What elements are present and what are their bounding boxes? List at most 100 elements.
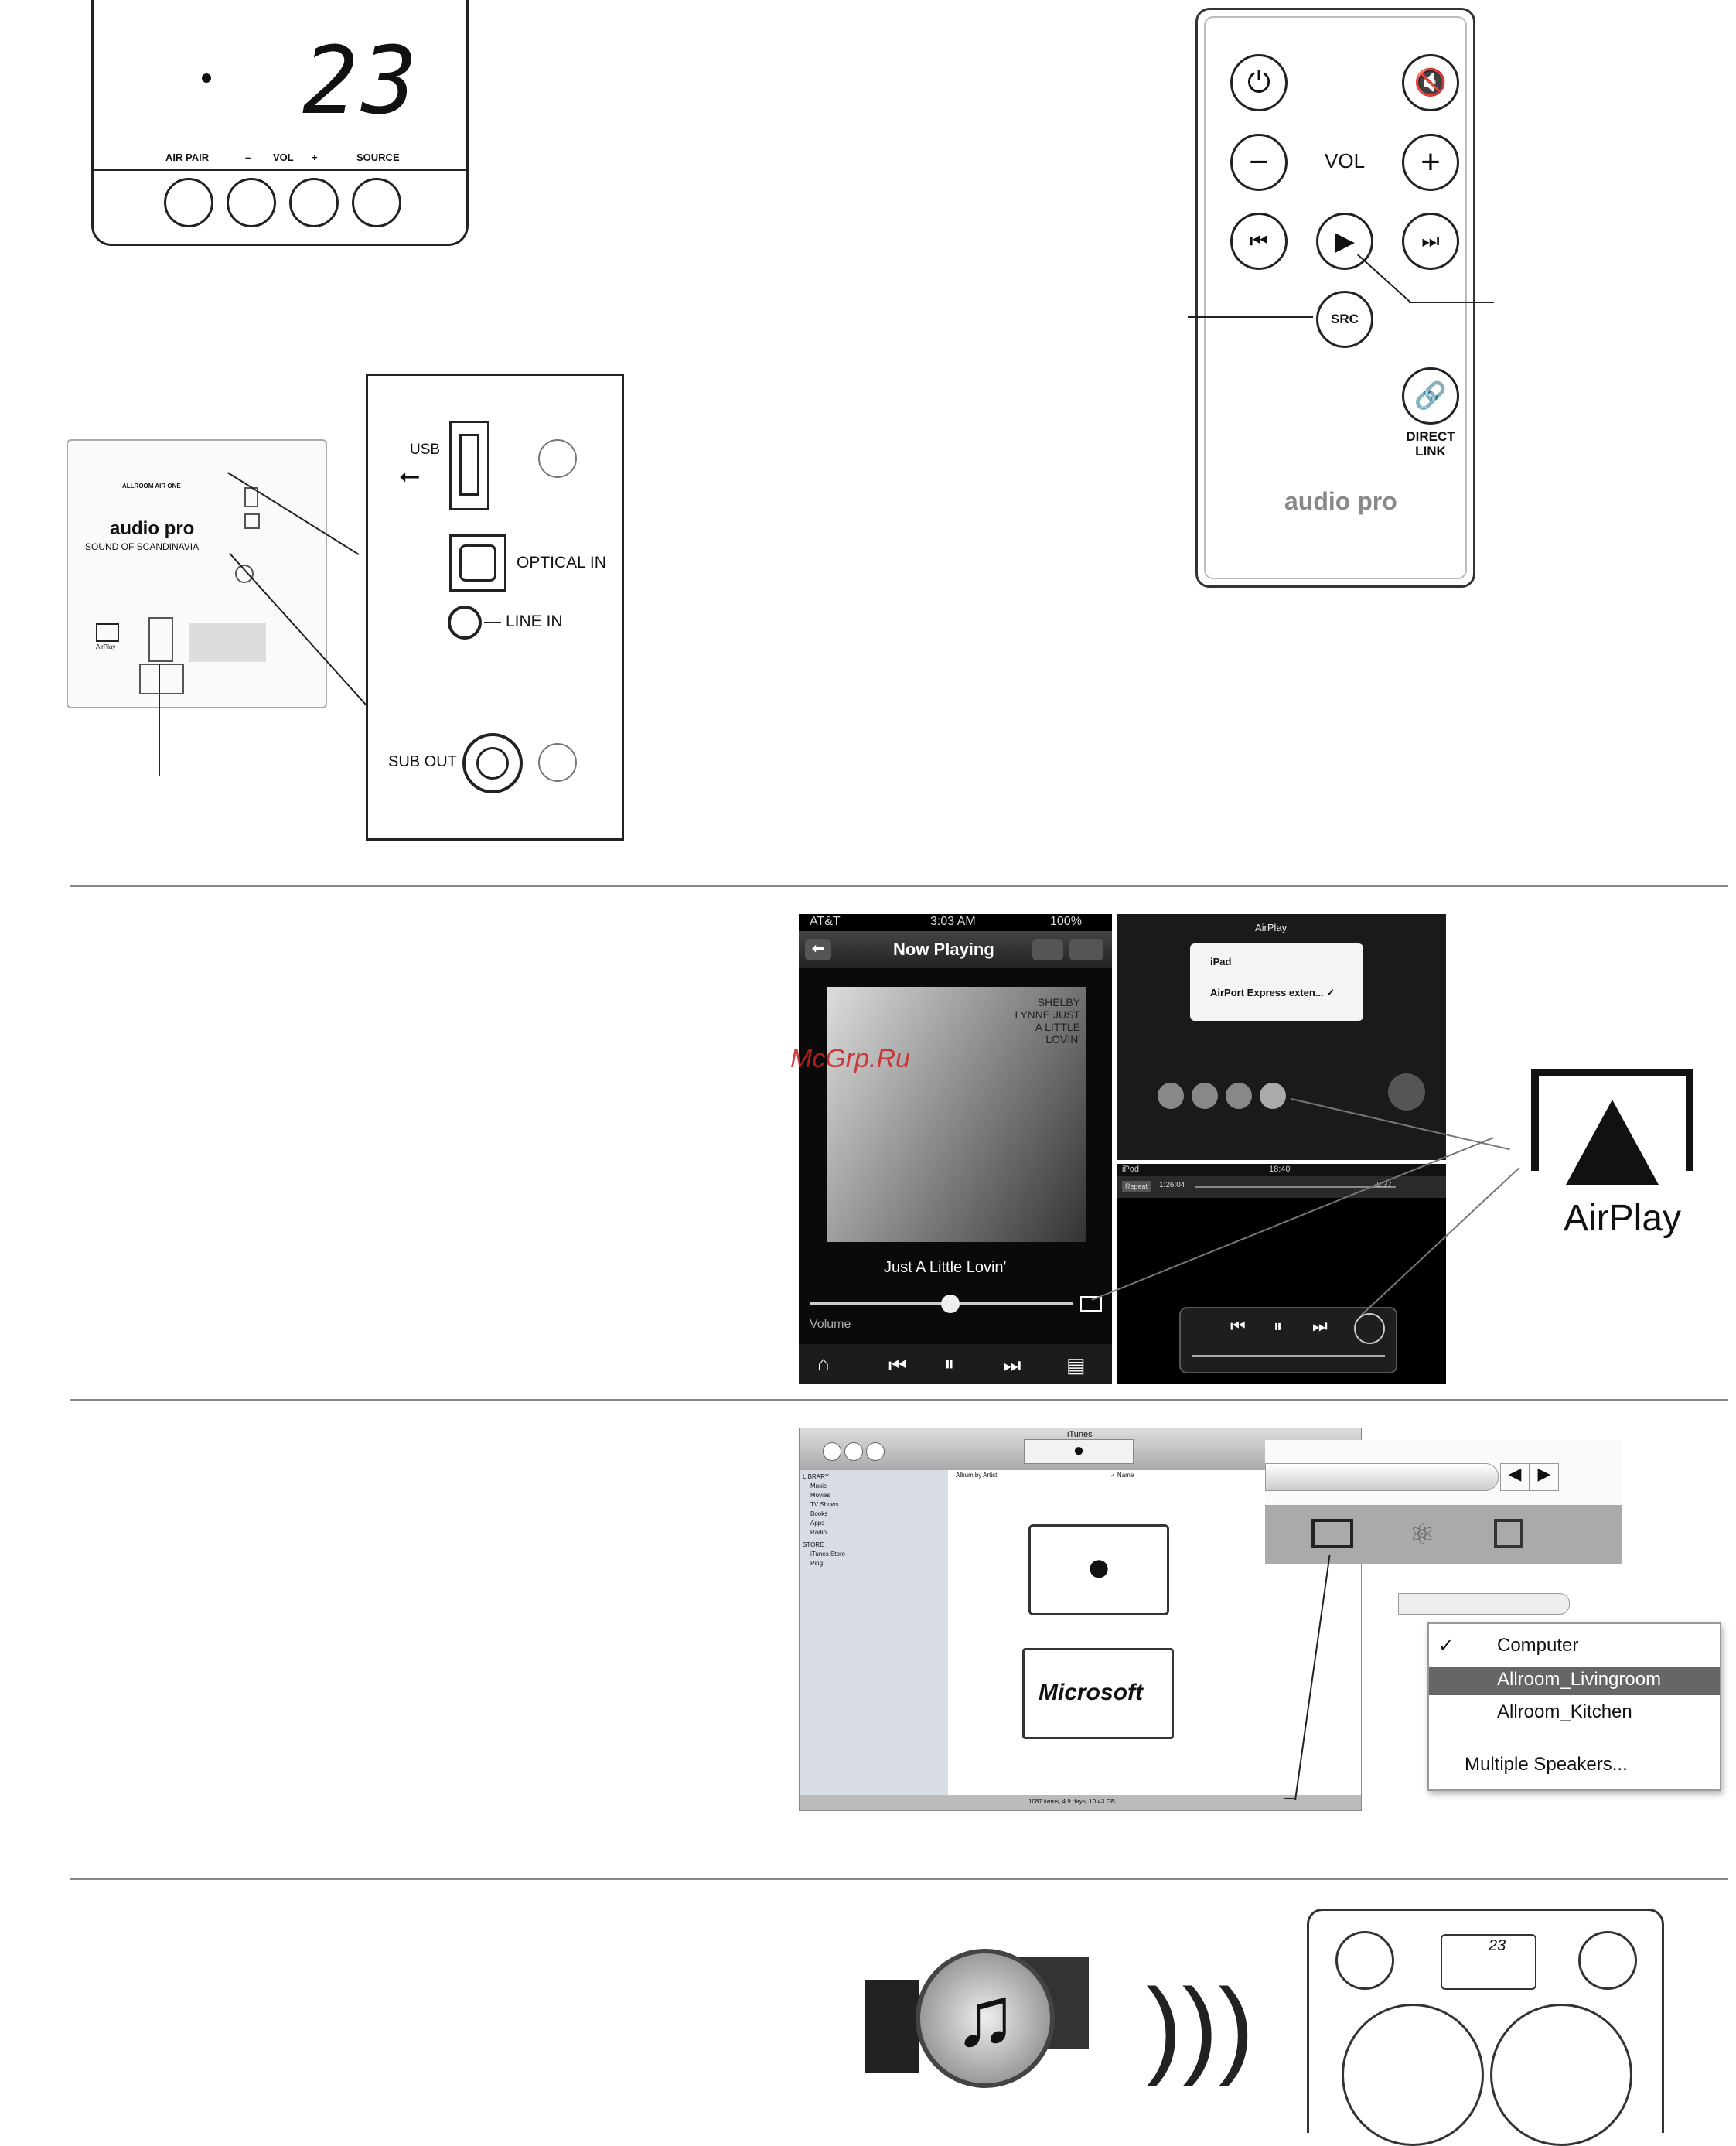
vol-down-remote-button[interactable]: − <box>1230 134 1288 191</box>
power-button[interactable]: ⏻ <box>1230 54 1288 111</box>
previous-icon[interactable]: ⏮ <box>888 1353 907 1377</box>
speaker-top-right-driver <box>1578 1931 1637 1990</box>
now-playing-title: Now Playing <box>893 940 994 959</box>
spotify-icon <box>1388 1073 1425 1111</box>
itunes-play-button[interactable] <box>844 1442 863 1461</box>
ipod-volume-slider[interactable] <box>1192 1355 1385 1357</box>
computer-music-graphic: ♫ <box>857 1933 1104 2119</box>
mute-button[interactable]: 🔇 <box>1402 54 1459 111</box>
zoom-toolbar: ⚛ <box>1265 1505 1622 1564</box>
sidebar-item-ping[interactable]: Ping <box>810 1560 824 1567</box>
column-header-album[interactable]: Album by Artist <box>956 1472 998 1479</box>
column-header-name[interactable]: ✓ Name <box>1110 1472 1134 1479</box>
volume-label: Volume <box>810 1318 851 1331</box>
label-plus: + <box>312 152 318 163</box>
sidebar-item-apps[interactable]: Apps <box>810 1520 825 1527</box>
sidebar-item-tv-shows[interactable]: TV Shows <box>810 1501 839 1508</box>
ipad-next-button[interactable] <box>1226 1083 1252 1109</box>
panel-dot <box>202 73 211 83</box>
vol-up-remote-button[interactable]: + <box>1402 134 1459 191</box>
sidebar-item-movies[interactable]: Movies <box>810 1492 830 1499</box>
remote-brand: audio pro <box>1284 487 1397 515</box>
speaker-top-left-driver <box>1335 1931 1394 1990</box>
airplay-button-iphone[interactable] <box>1080 1296 1102 1312</box>
section-divider-2 <box>70 1399 1728 1401</box>
volume-knob[interactable] <box>941 1295 960 1313</box>
menu-check: ✓ <box>1438 1636 1455 1656</box>
ipad-pause-button[interactable] <box>1192 1083 1218 1109</box>
radio-icon[interactable]: ▤ <box>1066 1353 1086 1377</box>
iphone-toolbar: ⌂ ⏮ ⏸ ⏭ ▤ <box>799 1344 1112 1384</box>
source-button[interactable] <box>352 178 401 227</box>
section-divider-1 <box>70 885 1728 887</box>
zoom-airplay-icon[interactable] <box>1311 1519 1353 1548</box>
menu-item-computer[interactable]: Computer <box>1497 1635 1579 1656</box>
popover-item-ipad[interactable]: iPad <box>1210 956 1232 967</box>
ipod-status-left: iPod <box>1122 1165 1140 1174</box>
zoom-scroll-left[interactable]: ◀ <box>1500 1463 1530 1491</box>
direct-link-button[interactable]: 🔗 <box>1402 367 1459 425</box>
status-carrier: AT&T <box>810 915 841 928</box>
next-icon[interactable]: ⏭ <box>1003 1353 1021 1377</box>
album-art: SHELBY LYNNE JUST A LITTLE LOVIN' <box>827 987 1086 1242</box>
speaker-display-panel: 23 <box>1441 1934 1536 1990</box>
itunes-prev-button[interactable] <box>823 1442 841 1461</box>
sidebar-library: LIBRARY <box>803 1473 830 1480</box>
menu-item-livingroom[interactable]: Allroom_Livingroom <box>1429 1667 1720 1695</box>
menu-item-multiple[interactable]: Multiple Speakers... <box>1465 1754 1628 1775</box>
zoom-atom-icon[interactable]: ⚛ <box>1409 1519 1436 1551</box>
sidebar-item-itunes-store[interactable]: iTunes Store <box>810 1551 846 1557</box>
watermark: McGrp.Ru <box>790 1044 910 1073</box>
airplay-logo-text: AirPlay <box>1564 1198 1682 1239</box>
pause-icon[interactable]: ⏸ <box>944 1352 955 1375</box>
popover-item-airport[interactable]: AirPort Express exten... ✓ <box>1210 987 1335 998</box>
home-icon[interactable]: ⌂ <box>817 1352 830 1375</box>
ipod-airplay-button[interactable] <box>1354 1313 1385 1344</box>
iphone-nav-bar: ⬅ Now Playing <box>799 931 1112 968</box>
usb-label: USB <box>410 442 441 458</box>
itunes-airplay-button[interactable] <box>1284 1798 1294 1807</box>
sub-out-port <box>462 733 523 793</box>
ipod-remaining: -5:37 <box>1374 1181 1392 1189</box>
sub-out-inner <box>476 747 509 780</box>
menu-item-kitchen[interactable]: Allroom_Kitchen <box>1497 1701 1632 1722</box>
zoom-scroll-right[interactable]: ▶ <box>1530 1463 1559 1491</box>
itunes-next-button[interactable] <box>866 1442 885 1461</box>
zoom-miniplayer-icon[interactable] <box>1494 1519 1523 1548</box>
label-air-pair: AIR PAIR <box>165 152 210 163</box>
speaker-left-woofer <box>1342 2004 1484 2146</box>
previous-button[interactable]: ⏮ <box>1230 213 1288 270</box>
front-panel: 23 AIR PAIR – VOL + SOURCE <box>91 0 469 246</box>
ipad-prev-button[interactable] <box>1158 1083 1184 1109</box>
repeat-button[interactable]: Repeat <box>1122 1181 1151 1192</box>
ipad-airplay-button[interactable] <box>1260 1083 1286 1109</box>
share-button[interactable] <box>1032 939 1063 960</box>
vol-down-button[interactable] <box>227 178 276 227</box>
vol-up-button[interactable] <box>289 178 339 227</box>
ipod-status-bar: iPod 18:40 <box>1117 1164 1446 1176</box>
section-divider-3 <box>70 1878 1728 1880</box>
screw-1 <box>538 439 577 478</box>
itunes-sidebar: LIBRARY Music Movies TV Shows Books Apps… <box>800 1470 948 1795</box>
list-button[interactable] <box>1069 939 1103 960</box>
back-button[interactable]: ⬅ <box>805 939 831 960</box>
itunes-content: Album by Artist ✓ Name ● Microsoft <box>948 1470 1361 1795</box>
src-callout-line <box>1188 316 1313 318</box>
ipod-prev-icon[interactable]: ⏮ <box>1230 1316 1246 1336</box>
ipod-pause-icon[interactable]: ⏸ <box>1274 1316 1283 1336</box>
sidebar-item-music[interactable]: Music <box>810 1482 827 1489</box>
src-button[interactable]: SRC <box>1316 291 1373 348</box>
status-battery: 100% <box>1050 915 1082 928</box>
iphone-status-bar: AT&T 3:03 AM 100% <box>799 914 1112 931</box>
sidebar-item-radio[interactable]: Radio <box>810 1529 827 1536</box>
airplay-triangle <box>1566 1100 1659 1185</box>
air-pair-button[interactable] <box>164 178 213 227</box>
sidebar-item-books[interactable]: Books <box>810 1510 828 1517</box>
zoom-scrollbar <box>1265 1463 1499 1491</box>
speaker-menu: ✓ Computer Allroom_Livingroom Allroom_Ki… <box>1427 1622 1721 1791</box>
airplay-popover: AirPlay iPad AirPort Express exten... ✓ <box>1190 922 1363 1021</box>
next-button[interactable]: ⏭ <box>1402 213 1459 270</box>
optical-port <box>449 534 506 592</box>
ipod-next-icon[interactable]: ⏭ <box>1312 1316 1328 1336</box>
ipod-scrubber[interactable] <box>1195 1186 1396 1188</box>
